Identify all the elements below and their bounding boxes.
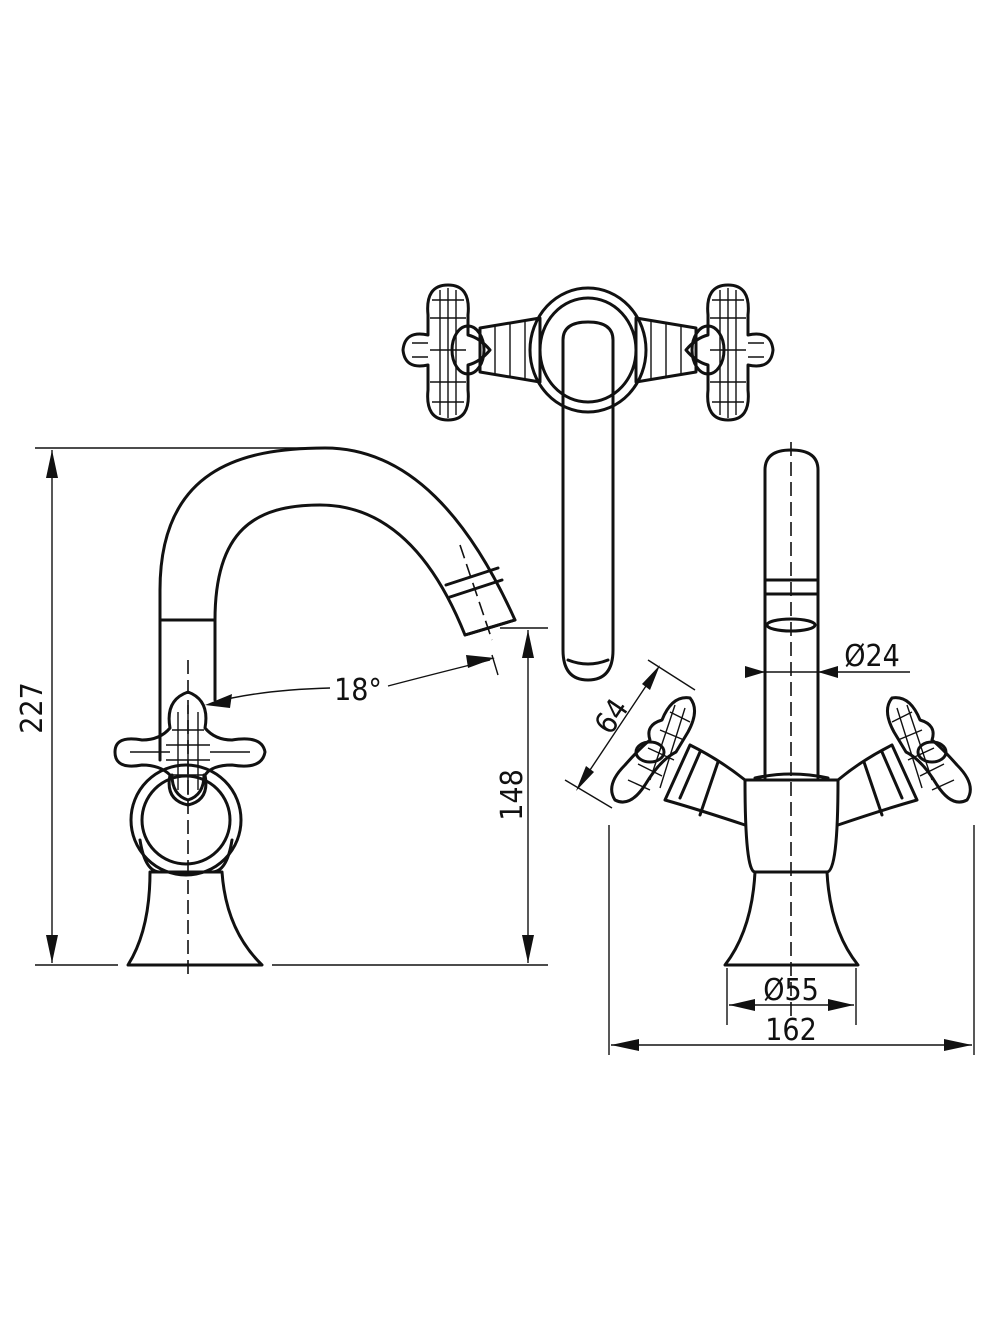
side-cross-handle — [113, 690, 267, 807]
top-spout — [561, 320, 615, 682]
side-spout — [158, 446, 517, 762]
top-right-cross-handle — [684, 283, 775, 422]
top-body-oval — [528, 286, 648, 414]
front-spout — [763, 448, 820, 780]
dimension-d24: Ø24 — [745, 639, 910, 690]
side-body-ring — [129, 763, 243, 877]
dimension-d55: Ø55 — [726, 968, 857, 1025]
dimension-148-label: 148 — [495, 769, 530, 821]
dimension-162: 162 — [608, 825, 975, 1055]
dimension-148: 148 — [272, 627, 548, 966]
dimension-64-label: 64 — [588, 693, 636, 741]
side-aerator — [444, 566, 517, 637]
front-base — [723, 870, 860, 967]
front-right-cross-handle — [886, 696, 972, 804]
dimension-d24-label: Ø24 — [844, 639, 900, 674]
dimension-227-label: 227 — [15, 682, 50, 734]
dimension-d55-label: Ø55 — [763, 973, 819, 1008]
dimension-227: 227 — [15, 447, 325, 966]
front-view — [610, 442, 972, 1020]
dimension-162-label: 162 — [765, 1013, 817, 1048]
side-base — [126, 870, 264, 967]
dimension-64: 64 — [564, 659, 696, 809]
front-outlet — [765, 617, 817, 633]
angle-18: 18° — [205, 654, 499, 708]
front-left-cross-handle — [610, 696, 696, 804]
top-left-cross-handle — [401, 283, 492, 422]
angle-18-label: 18° — [334, 673, 382, 708]
top-view — [401, 283, 775, 682]
side-view — [113, 446, 517, 975]
